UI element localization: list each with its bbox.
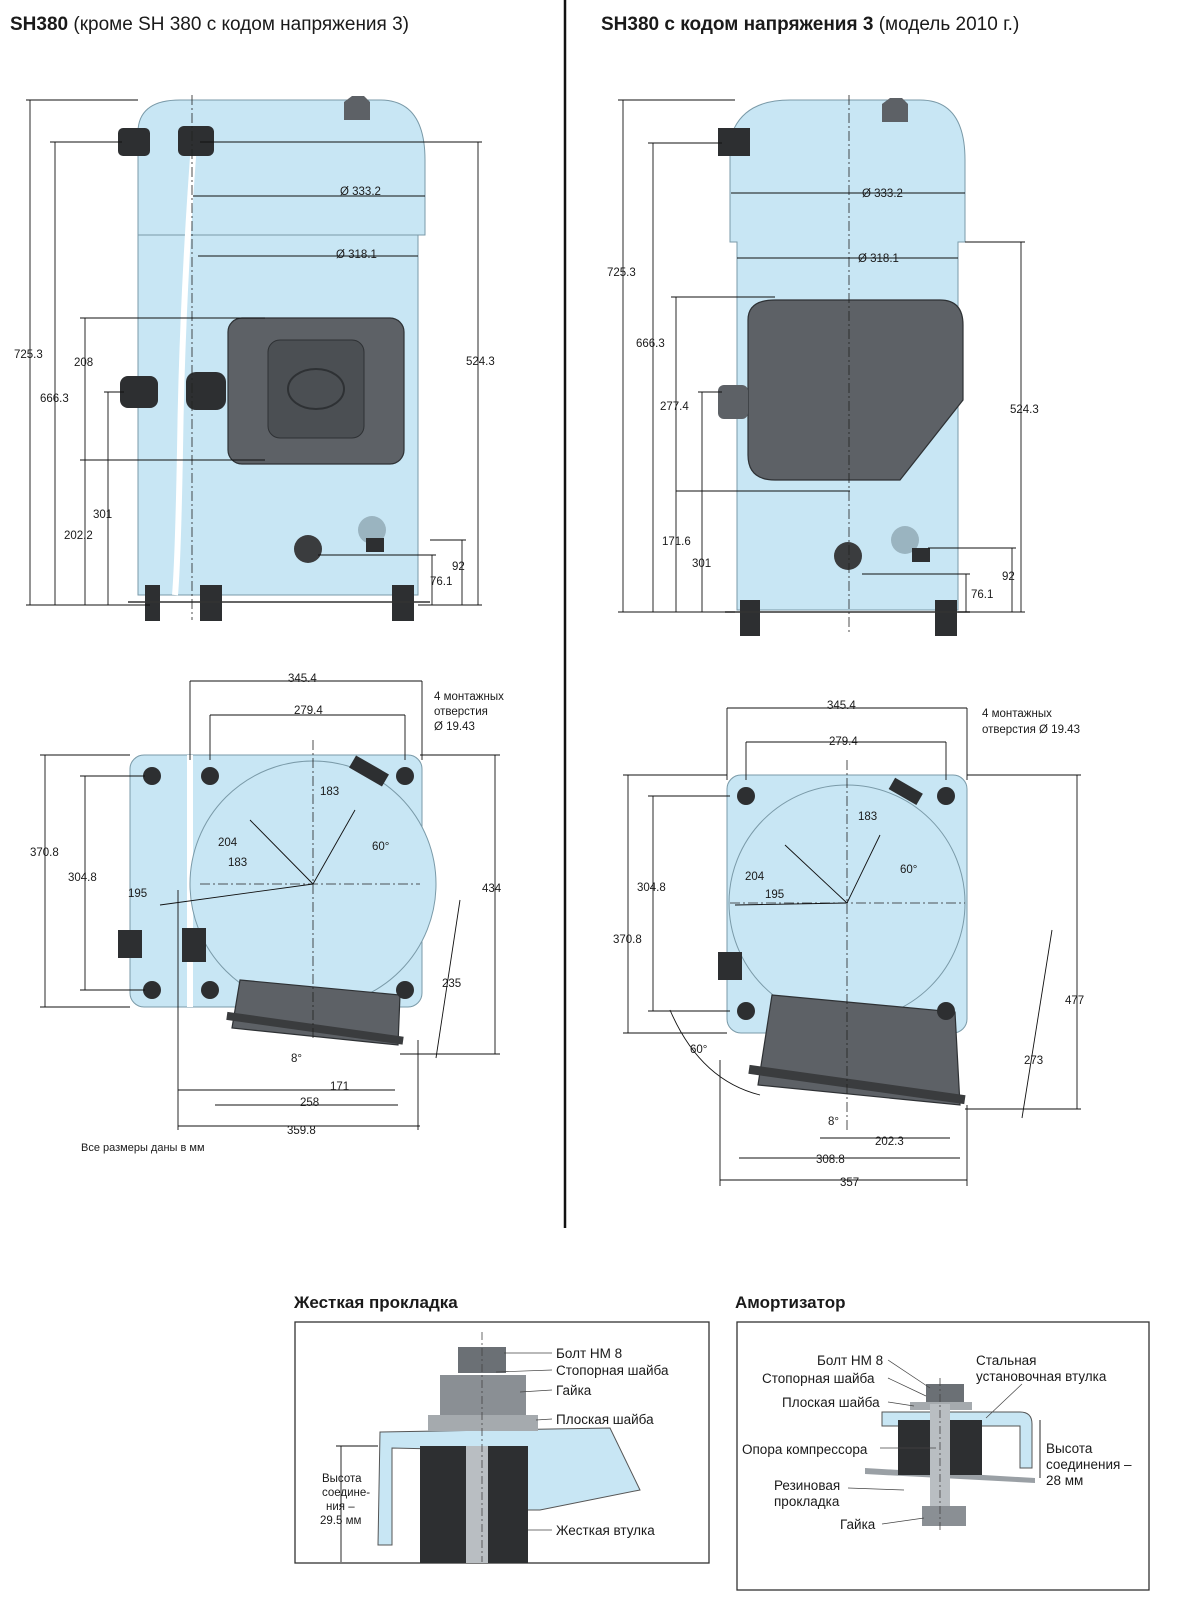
dim-rs-92: 92: [1002, 571, 1015, 583]
dim-rt-183: 183: [858, 811, 877, 823]
dim-left-3332: Ø 333.2: [340, 186, 381, 198]
dim-left-92: 92: [452, 561, 465, 573]
dim-lt-2794: 279.4: [294, 705, 323, 717]
dim-rt-3048: 304.8: [637, 882, 666, 894]
dim-rs-5243: 524.3: [1010, 404, 1039, 416]
dim-lt-258: 258: [300, 1097, 319, 1109]
dim-rt-60b: 60°: [690, 1044, 707, 1056]
right-title: SH380 с кодом напряжения 3 (модель 2010 …: [601, 14, 1019, 36]
rigid-height-4: 29.5 мм: [320, 1515, 361, 1527]
dim-rs-301: 301: [692, 558, 711, 570]
right-title-bold: SH380 с кодом напряжения 3: [601, 14, 874, 35]
dim-lt-8: 8°: [291, 1053, 302, 1065]
dim-lt-195: 195: [128, 888, 147, 900]
damper-height-2: соединения –: [1046, 1457, 1132, 1472]
dim-rs-761: 76.1: [971, 589, 993, 601]
dim-left-725: 725.3: [14, 349, 43, 361]
dim-rt-477: 477: [1065, 995, 1084, 1007]
damper-rubber-1: Резиновая: [774, 1478, 840, 1493]
dim-left-666: 666.3: [40, 393, 69, 405]
dim-lt-3708: 370.8: [30, 847, 59, 859]
damper-height-3: 28 мм: [1046, 1473, 1083, 1488]
right-side-view: 725.3 666.3 277.4 171.6 301 Ø 333.2 Ø 31…: [607, 95, 1039, 636]
dim-rt-2023: 202.3: [875, 1136, 904, 1148]
dim-rt-273: 273: [1024, 1055, 1043, 1067]
right-title-rest: (модель 2010 г.): [873, 14, 1020, 35]
terminal-box-right: [747, 299, 964, 481]
dim-lt-434: 434: [482, 883, 502, 895]
damper-steel-2: установочная втулка: [976, 1369, 1107, 1384]
damper-title: Амортизатор: [735, 1293, 846, 1312]
right-top-view: 345.4 279.4 4 монтажных отверстия Ø 19.4…: [613, 700, 1084, 1189]
rigid-lockwasher-label: Стопорная шайба: [556, 1363, 669, 1378]
rigid-mount-detail: Болт HM 8 Стопорная шайба Гайка Плоская …: [294, 1321, 710, 1564]
holes-line1-right: 4 монтажных: [982, 708, 1052, 720]
dim-left-5243: 524.3: [466, 356, 495, 368]
dim-rs-666: 666.3: [636, 338, 665, 350]
holes-line1-left: 4 монтажных: [434, 691, 504, 703]
dim-rt-3708: 370.8: [613, 934, 642, 946]
dim-lt-204: 204: [218, 837, 238, 849]
damper-bolt-label: Болт HM 8: [817, 1353, 883, 1368]
damper-height-1: Высота: [1046, 1441, 1093, 1456]
dim-rs-725: 725.3: [607, 267, 636, 279]
dim-left-2022: 202.2: [64, 530, 93, 542]
damper-lockwasher-label: Стопорная шайба: [762, 1371, 875, 1386]
holes-line3-left: Ø 19.43: [434, 721, 475, 733]
dim-lt-60: 60°: [372, 841, 389, 853]
dim-rt-195: 195: [765, 889, 784, 901]
units-note: Все размеры даны в мм: [81, 1142, 205, 1154]
dim-lt-235: 235: [442, 978, 461, 990]
rigid-height-1: Высота: [322, 1473, 362, 1485]
rigid-bolt-label: Болт HM 8: [556, 1346, 622, 1361]
left-title-bold: SH380: [10, 14, 69, 35]
damper-flatwasher-label: Плоская шайба: [782, 1395, 880, 1410]
dim-left-301: 301: [93, 509, 112, 521]
dim-rt-204: 204: [745, 871, 765, 883]
rigid-flatwasher-label: Плоская шайба: [556, 1412, 654, 1427]
left-title-rest: (кроме SH 380 с кодом напряжения 3): [68, 14, 410, 35]
dim-lt-3048: 304.8: [68, 872, 97, 884]
dim-left-3181: Ø 318.1: [336, 249, 377, 261]
dim-lt-3454: 345.4: [288, 673, 317, 685]
dim-lt-171: 171: [330, 1081, 349, 1093]
holes-line2-right: отверстия Ø 19.43: [982, 724, 1080, 736]
dim-lt-183b: 183: [228, 857, 247, 869]
rigid-height-3: ния –: [326, 1501, 355, 1513]
damper-rubber-2: прокладка: [774, 1494, 840, 1509]
left-top-view: 345.4 279.4 4 монтажных отверстия Ø 19.4…: [30, 673, 504, 1137]
damper-support-label: Опора компрессора: [742, 1442, 868, 1457]
rigid-title: Жесткая прокладка: [294, 1293, 458, 1312]
holes-line2-left: отверстия: [434, 706, 488, 718]
dim-lt-183a: 183: [320, 786, 339, 798]
damper-steel-1: Стальная: [976, 1353, 1036, 1368]
dim-left-761: 76.1: [430, 576, 452, 588]
left-side-view: 725.3 666.3 208 202.2 301 Ø 333.2 Ø 318.…: [14, 95, 495, 621]
damper-detail: Болт HM 8 Стопорная шайба Плоская шайба …: [736, 1321, 1150, 1591]
dim-rt-60a: 60°: [900, 864, 917, 876]
dim-rt-3088: 308.8: [816, 1154, 845, 1166]
dim-rs-1716: 171.6: [662, 536, 691, 548]
dim-rs-3181: Ø 318.1: [858, 253, 899, 265]
dim-rt-8: 8°: [828, 1116, 839, 1128]
dim-left-208: 208: [74, 357, 93, 369]
dim-rs-2774: 277.4: [660, 401, 689, 413]
rigid-height-2: соедине-: [322, 1487, 370, 1499]
left-title: SH380 (кроме SH 380 с кодом напряжения 3…: [10, 14, 409, 36]
dim-rs-3332: Ø 333.2: [862, 188, 903, 200]
damper-nut-label: Гайка: [840, 1517, 876, 1532]
rigid-sleeve-label: Жесткая втулка: [556, 1523, 655, 1538]
rigid-nut-label: Гайка: [556, 1383, 592, 1398]
dim-rt-3454: 345.4: [827, 700, 856, 712]
dim-rt-357: 357: [840, 1177, 859, 1189]
dim-lt-3598: 359.8: [287, 1125, 316, 1137]
dim-rt-2794: 279.4: [829, 736, 858, 748]
